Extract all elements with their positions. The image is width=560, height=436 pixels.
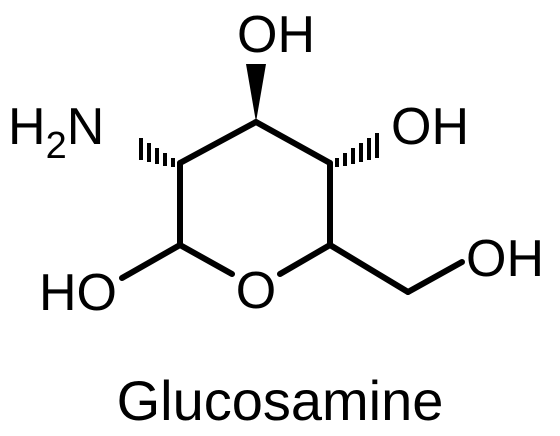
label-amino: H2N [8,98,104,167]
bond-ch2-oh [405,259,465,295]
hash-bond-c4-oh [335,133,379,167]
label-amino-h: H [8,98,46,156]
ring-bonds [177,119,333,277]
bond-c3-c4 [253,119,333,166]
molecule-caption: Glucosamine [117,369,444,432]
hash-bond-c2-n [139,138,175,167]
label-ho-left: HO [39,264,117,322]
label-amino-subscript: 2 [46,125,67,167]
wedge-bond-c3-oh [246,64,266,122]
label-ring-oxygen: O [236,262,276,320]
bond-c3-c2 [177,119,259,166]
label-oh-right: OH [391,98,469,156]
bond-c5-ch2 [327,242,411,295]
bond-c1-o [177,242,235,277]
bond-c1-oh [119,242,183,281]
bond-o-c5 [277,242,333,277]
label-oh-top: OH [237,6,315,64]
label-amino-n: N [67,98,105,156]
label-oh-far-right: OH [466,230,544,288]
substituent-bonds [119,242,465,295]
